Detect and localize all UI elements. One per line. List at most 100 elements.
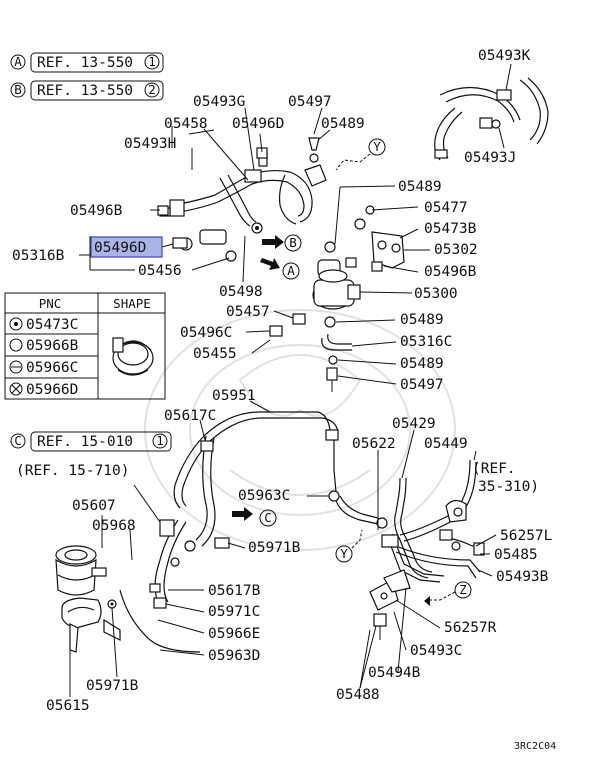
svg-text:Z: Z (459, 582, 467, 597)
part-label[interactable]: 05457 (226, 304, 270, 320)
minus-circle-icon (9, 360, 23, 374)
highlighted-part-box (90, 236, 163, 258)
flow-marker-b: B (289, 235, 297, 250)
ref-c-marker: C (14, 433, 22, 448)
lower-hose-assembly[interactable] (119, 411, 388, 653)
part-label[interactable]: 05966E (208, 626, 260, 642)
ref-a-text: REF. 13-550 (37, 55, 133, 71)
part-label[interactable]: 05449 (424, 436, 468, 452)
part-label[interactable]: 05488 (336, 687, 380, 703)
flow-marker-y-top: Y (335, 138, 386, 171)
ref-legend-c[interactable]: C REF. 15-010 1 (10, 431, 172, 452)
part-labels: 05493K 05493J 05493G 05497 05458 05496D … (12, 48, 553, 714)
flow-marker-z: Z (424, 581, 472, 606)
part-label[interactable]: 05496B (70, 203, 123, 219)
ref-c-num: 1 (156, 433, 164, 448)
part-label[interactable]: 05489 (400, 312, 444, 328)
eye-bolt-05497[interactable] (308, 137, 320, 151)
bolt-05457[interactable] (292, 313, 306, 325)
part-label[interactable]: 05493J (464, 150, 516, 166)
part-label[interactable]: 05497 (400, 377, 444, 393)
part-label[interactable]: 05498 (219, 284, 263, 300)
part-label[interactable]: 05968 (92, 518, 136, 534)
part-label[interactable]: 05963D (208, 648, 260, 664)
ref-b-text: REF. 13-550 (37, 83, 133, 99)
oil-reservoir[interactable] (55, 545, 107, 596)
reservoir-bracket[interactable] (61, 597, 121, 653)
part-label[interactable]: 05496D (232, 116, 284, 132)
part-label[interactable]: 05477 (424, 200, 468, 216)
ref-legend-a[interactable]: A REF. 13-550 1 (10, 52, 164, 73)
part-label[interactable]: 05951 (212, 388, 256, 404)
part-label[interactable]: 05493G (193, 94, 245, 110)
part-label[interactable]: 05615 (46, 698, 90, 714)
ref-35-310-note: 35-310) (478, 479, 539, 495)
part-label[interactable]: 05971C (208, 604, 260, 620)
ref-a-num: 1 (148, 54, 156, 69)
part-label[interactable]: 56257R (444, 620, 497, 636)
table-header-pnc: PNC (39, 296, 62, 311)
pressure-hose-assembly[interactable] (159, 151, 327, 262)
table-row-pnc[interactable]: 05966B (26, 338, 79, 354)
table-row-pnc[interactable]: 05473C (26, 317, 78, 333)
shape-table: PNC SHAPE 05473C 05966B 05966C 05966D (4, 292, 166, 400)
flow-arrow-c: C (232, 507, 277, 527)
dot-circle-icon (9, 317, 23, 331)
pressure-tube-assembly[interactable] (381, 459, 485, 583)
part-label[interactable]: 05493H (124, 136, 176, 152)
ref-c-text: REF. 15-010 (37, 434, 133, 450)
part-label[interactable]: 05456 (138, 263, 182, 279)
ref-15-710-note: (REF. 15-710) (16, 463, 130, 479)
ref-35-310-note: (REF. (472, 461, 516, 477)
part-label[interactable]: 05455 (193, 346, 237, 362)
part-label[interactable]: 05493B (496, 569, 549, 585)
part-label[interactable]: 05316C (400, 334, 452, 350)
part-label[interactable]: 05971B (248, 540, 301, 556)
part-label[interactable]: 56257L (500, 528, 553, 544)
return-hose-assembly[interactable] (434, 77, 549, 161)
part-label[interactable]: 05316B (12, 248, 65, 264)
table-header-shape: SHAPE (113, 296, 151, 311)
tube-clamps[interactable] (369, 569, 411, 640)
circle-icon (9, 338, 23, 352)
diagram-code: 3RC2C04 (514, 741, 556, 752)
bolt-05496c[interactable] (269, 325, 283, 337)
part-label[interactable]: 05493K (478, 48, 531, 64)
part-label[interactable]: 05429 (392, 416, 436, 432)
part-label[interactable]: 05496C (180, 325, 232, 341)
part-label[interactable]: 05489 (400, 356, 444, 372)
highlighted-part-label[interactable]: 05496D (94, 240, 146, 256)
ref-b-num: 2 (148, 82, 156, 97)
part-label[interactable]: 05617B (208, 583, 261, 599)
part-label[interactable]: 05493C (410, 643, 462, 659)
ref-a-marker: A (14, 54, 22, 69)
table-row-pnc[interactable]: 05966C (26, 360, 78, 376)
part-label[interactable]: 05300 (414, 286, 458, 302)
part-label[interactable]: 05494B (368, 665, 421, 681)
table-row-pnc[interactable]: 05966D (26, 382, 78, 398)
bolt-05496d[interactable] (172, 237, 188, 249)
part-label[interactable]: 05489 (321, 116, 365, 132)
part-label[interactable]: 05496B (424, 264, 477, 280)
svg-text:Y: Y (340, 546, 348, 561)
ref-legend-b[interactable]: B REF. 13-550 2 (10, 80, 164, 101)
cross-circle-icon (9, 382, 23, 396)
oil-pump-assembly[interactable] (312, 241, 361, 392)
part-label[interactable]: 05622 (352, 436, 396, 452)
part-label[interactable]: 05302 (434, 242, 478, 258)
part-label[interactable]: 05489 (398, 179, 442, 195)
flow-arrow-b: B (262, 234, 302, 252)
part-label[interactable]: 05971B (86, 678, 139, 694)
part-label[interactable]: 05485 (494, 547, 538, 563)
part-label[interactable]: 05497 (288, 94, 332, 110)
part-label[interactable]: 05458 (164, 116, 208, 132)
part-label[interactable]: 05607 (72, 498, 116, 514)
pump-bracket[interactable] (345, 205, 405, 272)
watermark-emblem (144, 309, 456, 551)
part-label[interactable]: 05963C (238, 488, 290, 504)
part-label[interactable]: 05617C (164, 408, 216, 424)
flow-marker-c: C (264, 510, 272, 525)
ref-b-marker: B (14, 82, 22, 97)
part-label[interactable]: 05473B (424, 221, 477, 237)
